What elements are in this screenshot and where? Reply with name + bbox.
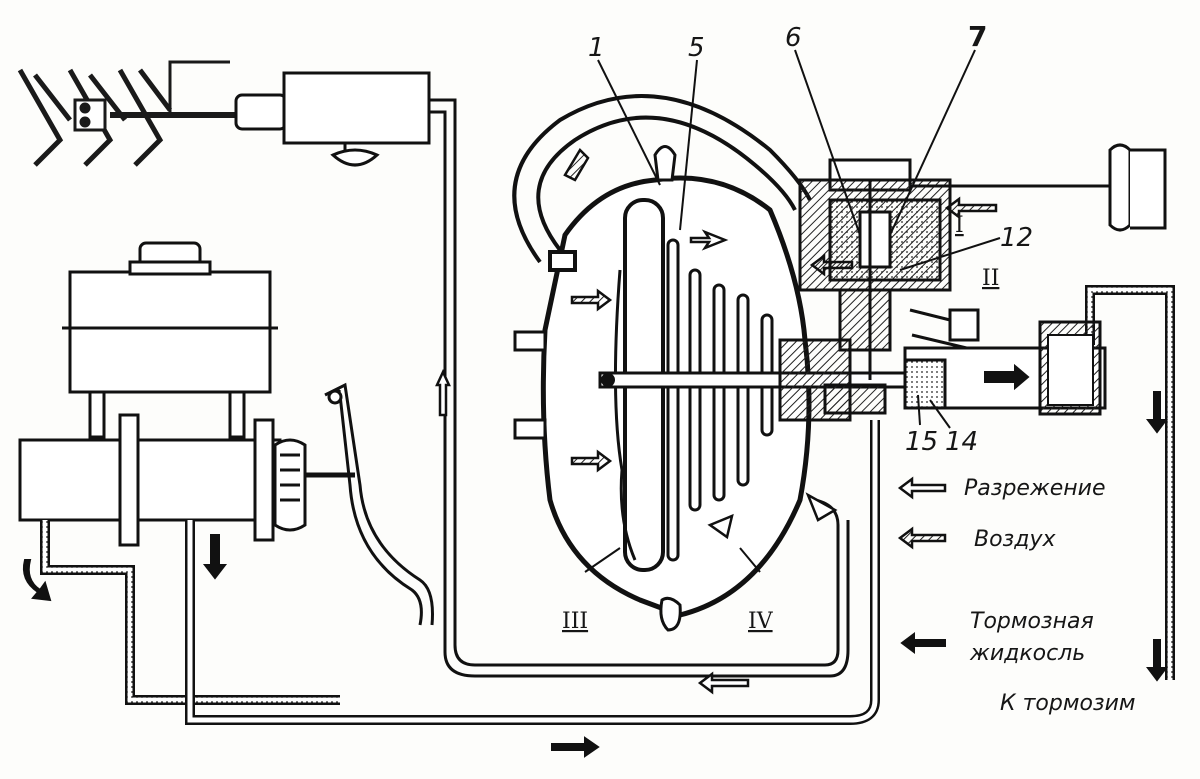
control-valve [798, 143, 1167, 380]
zone-4-label: IV [748, 609, 774, 634]
to-brakes-label: К тормозим [1000, 691, 1136, 716]
pedal-bracket [17, 60, 240, 167]
vacuum-source-tank [234, 71, 431, 167]
zone-2-label: II [982, 266, 999, 291]
part-14-label: 14 [945, 427, 978, 457]
booster-housing [513, 145, 922, 632]
part-1-label: 1 [588, 33, 605, 63]
fluid-arrows [22, 363, 1168, 758]
legend-fluid-line2: жидкосль [969, 641, 1085, 666]
part-15-label: 15 [905, 427, 938, 457]
hydraulic-cylinder [778, 320, 1107, 422]
brake-fluid-lines [40, 285, 1175, 725]
air-arrows [563, 147, 998, 550]
zone-3-label: III [562, 609, 588, 634]
master-cylinder [18, 241, 355, 547]
part-7-label: 7 [968, 20, 987, 53]
air-hose [512, 94, 812, 272]
vacuum-arrows [435, 229, 947, 695]
part-12-label: 12 [1000, 223, 1033, 253]
zone-1-label: I [955, 213, 964, 238]
leader-lines [584, 49, 1001, 573]
legend-vacuum: Разрежение [964, 476, 1106, 501]
legend-fluid-line1: Тормозная [970, 609, 1094, 634]
legend-air: Воздух [974, 527, 1056, 552]
brake-pedal [324, 382, 434, 626]
part-6-label: 6 [785, 23, 802, 53]
part-5-label: 5 [688, 33, 705, 63]
